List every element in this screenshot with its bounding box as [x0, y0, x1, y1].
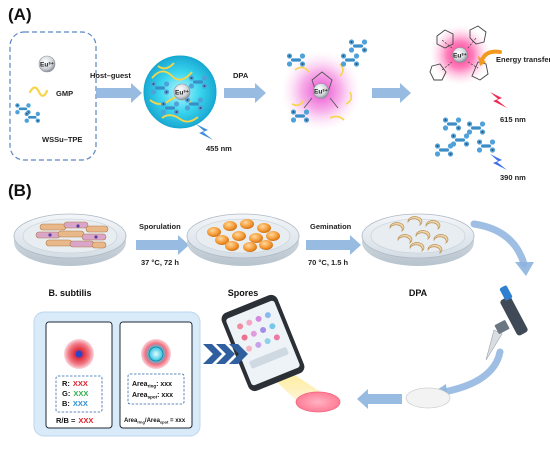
dish1-label: B. subtilis: [48, 288, 91, 298]
filter-paper-pink: [295, 391, 341, 413]
area-values-box: [127, 373, 185, 405]
label-dpa-a: DPA: [233, 71, 249, 80]
arrow-to-sample: [357, 389, 402, 409]
final-eu-label: Eu³⁺: [453, 53, 467, 60]
arrow-germination: [306, 235, 361, 255]
label-615: 615 nm: [500, 115, 526, 124]
complex-eu-label: Eu³⁺: [314, 89, 328, 96]
arrow-dpa-a: [224, 83, 266, 103]
legend-host-label: WSSu–TPE: [42, 135, 82, 144]
rgb-r-line: R:XXX: [62, 379, 88, 388]
arrow-step-3: [372, 83, 411, 103]
bolt-615-icon: [490, 92, 507, 108]
bolt-390-icon: [490, 154, 507, 170]
area-spot-line: Areaspot: xxx: [132, 392, 173, 400]
spores: [207, 219, 280, 252]
legend-eu-label: Eu³⁺: [40, 62, 54, 69]
germinated-spores: [389, 216, 449, 255]
energy-transfer-arrow: [480, 49, 502, 62]
pipette-icon: [485, 285, 528, 361]
cond-germination: 70 °C, 1.5 h: [308, 258, 349, 267]
energy-transfer-arrowhead: [478, 56, 486, 66]
rgb-ratio-line: R/B =XXX: [56, 416, 93, 425]
eu-ion-icon: [38, 55, 56, 73]
rgb-b-line: B:XXX: [62, 399, 88, 408]
rgb-g-line: G:XXX: [62, 389, 88, 398]
dish-dpa: [361, 213, 475, 266]
rgb-spot-center: [75, 350, 83, 358]
dish2-label: Spores: [228, 288, 259, 298]
panel-a-label: (A): [8, 5, 32, 24]
area-ring-line: Arearing: xxx: [132, 381, 172, 389]
label-390: 390 nm: [500, 173, 526, 182]
gmp-chain-icon: [28, 86, 49, 97]
arrow-to-pipette-head: [515, 262, 534, 276]
label-energy-transfer: Energy transfer: [496, 55, 550, 64]
label-germination: Gemination: [310, 222, 352, 231]
pink-complex: [281, 39, 368, 131]
bolt-455-icon: [196, 124, 213, 140]
arrow-to-pipette: [470, 220, 528, 268]
bacteria-rods: [35, 221, 109, 249]
cyan-aggregate: [143, 55, 217, 129]
card-area: [119, 321, 193, 429]
wssu-tpe-icon-2: [24, 111, 41, 123]
area-ratio-line: Arearing/Areaspot = xxx: [124, 418, 186, 425]
smartphone-icon: [221, 294, 305, 392]
arrow-host-guest: [96, 83, 142, 103]
cond-sporulation: 37 °C, 72 h: [141, 258, 179, 267]
chevrons: [203, 344, 248, 364]
arrow-sporulation: [136, 235, 189, 255]
area-spot-ring: [148, 346, 164, 362]
arrow-to-paper: [440, 348, 504, 396]
aggregate-eu-label: Eu³⁺: [175, 90, 189, 97]
eu-dpa-complex: [429, 25, 490, 85]
legend-gmp-label: GMP: [56, 89, 73, 98]
card-rgb: [45, 321, 113, 429]
panel-b-label: (B): [8, 181, 32, 200]
area-spot-icon: [141, 339, 171, 369]
label-host-guest: Host–guest: [90, 71, 131, 80]
filter-paper-white: [405, 387, 451, 409]
label-455: 455 nm: [206, 144, 232, 153]
dish3-label: DPA: [409, 288, 428, 298]
rgb-values-box: [55, 375, 103, 413]
released-wssu-tpe: [434, 117, 496, 157]
label-sporulation: Sporulation: [139, 222, 181, 231]
